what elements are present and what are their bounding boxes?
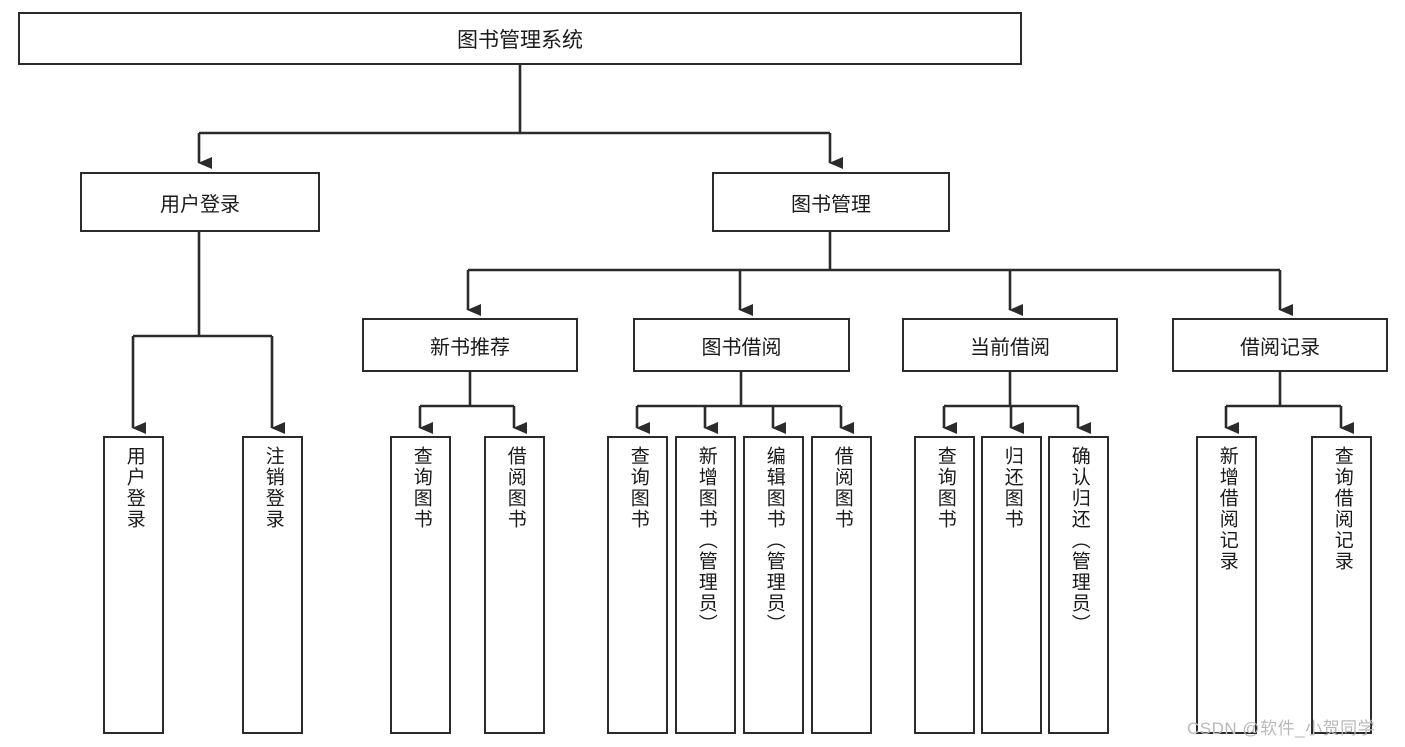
- node-leaf-borrow-book-1-label: 借阅图书: [504, 446, 526, 530]
- node-leaf-borrow-book-2[interactable]: 借阅图书: [811, 436, 872, 734]
- node-leaf-borrow-book-2-label: 借阅图书: [831, 446, 853, 530]
- node-leaf-query-book-2-label: 查询图书: [627, 446, 649, 530]
- node-root-label: 图书管理系统: [457, 28, 583, 52]
- node-leaf-query-book-1[interactable]: 查询图书: [390, 436, 451, 734]
- node-leaf-query-book-3-label: 查询图书: [934, 446, 956, 530]
- node-leaf-query-record-label: 查询借阅记录: [1331, 446, 1353, 572]
- node-leaf-confirm-return[interactable]: 确认归还（管理员）: [1048, 436, 1109, 734]
- node-leaf-return-book[interactable]: 归还图书: [981, 436, 1042, 734]
- node-current-borrow-label: 当前借阅: [970, 336, 1050, 359]
- node-leaf-add-record-label: 新增借阅记录: [1216, 446, 1238, 572]
- node-leaf-borrow-book-1[interactable]: 借阅图书: [484, 436, 545, 734]
- node-root[interactable]: 图书管理系统: [18, 12, 1022, 65]
- node-leaf-user-login-label: 用户登录: [123, 446, 145, 530]
- node-leaf-add-book[interactable]: 新增图书（管理员）: [675, 436, 736, 734]
- node-leaf-logout-login-label: 注销登录: [262, 446, 284, 530]
- node-leaf-add-book-label: 新增图书（管理员）: [695, 446, 717, 635]
- node-leaf-return-book-label: 归还图书: [1001, 446, 1023, 530]
- node-leaf-query-book-3[interactable]: 查询图书: [914, 436, 975, 734]
- node-book-manage[interactable]: 图书管理: [712, 172, 950, 232]
- node-book-borrow[interactable]: 图书借阅: [633, 318, 850, 372]
- node-new-book-recommend-label: 新书推荐: [430, 336, 510, 359]
- node-borrow-record-label: 借阅记录: [1240, 336, 1320, 359]
- node-user-login-label: 用户登录: [160, 193, 240, 216]
- node-leaf-edit-book-label: 编辑图书（管理员）: [763, 446, 785, 635]
- node-leaf-logout-login[interactable]: 注销登录: [242, 436, 303, 734]
- node-leaf-query-record[interactable]: 查询借阅记录: [1311, 436, 1372, 734]
- node-leaf-edit-book[interactable]: 编辑图书（管理员）: [743, 436, 804, 734]
- node-current-borrow[interactable]: 当前借阅: [902, 318, 1118, 372]
- node-book-borrow-label: 图书借阅: [701, 336, 782, 359]
- csdn-watermark: CSDN @软件_小贺同学: [1187, 719, 1376, 738]
- node-user-login[interactable]: 用户登录: [80, 172, 320, 232]
- node-leaf-query-book-1-label: 查询图书: [410, 446, 432, 530]
- node-leaf-confirm-return-label: 确认归还（管理员）: [1068, 446, 1090, 635]
- node-new-book-recommend[interactable]: 新书推荐: [362, 318, 578, 372]
- node-leaf-add-record[interactable]: 新增借阅记录: [1196, 436, 1257, 734]
- node-borrow-record[interactable]: 借阅记录: [1172, 318, 1388, 372]
- node-leaf-user-login[interactable]: 用户登录: [103, 436, 164, 734]
- node-leaf-query-book-2[interactable]: 查询图书: [607, 436, 668, 734]
- node-book-manage-label: 图书管理: [791, 193, 871, 216]
